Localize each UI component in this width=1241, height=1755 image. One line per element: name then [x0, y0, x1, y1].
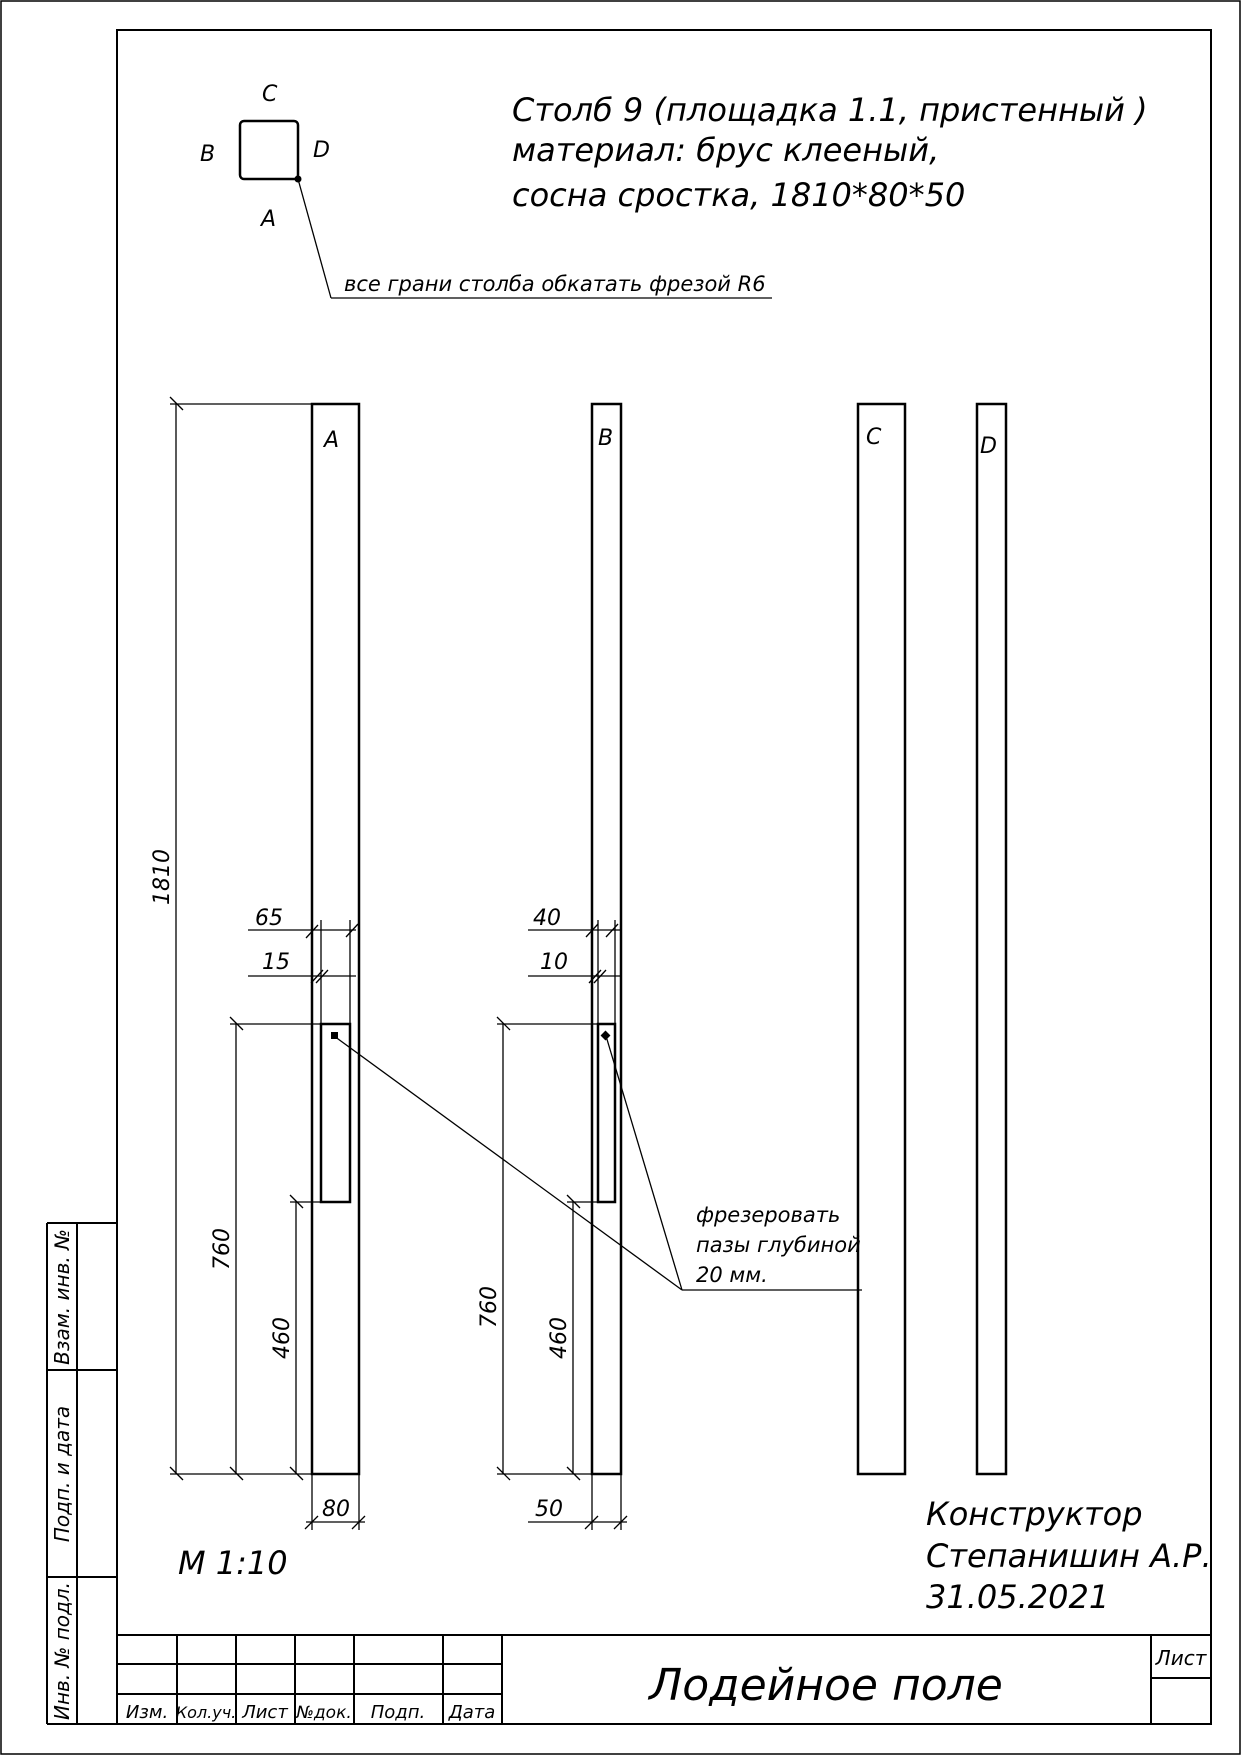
- dim-a-groove-width: 15: [262, 950, 290, 975]
- view-a-groove-marker: [331, 1032, 338, 1039]
- section-face-d: D: [313, 138, 330, 163]
- side-strip-label-replacement: Взам. инв. №: [50, 1229, 74, 1365]
- dimension-lines: [169, 396, 628, 1530]
- side-strip: [46, 1222, 117, 1725]
- section-face-c: C: [262, 82, 278, 107]
- dim-b-width: 50: [535, 1497, 563, 1522]
- edge-note-leader: [297, 178, 332, 299]
- view-b-post: [590, 402, 623, 1476]
- edge-note: все грани столба обкатать фрезой R6: [344, 272, 766, 296]
- side-strip-label-inventory: Инв. № подл.: [50, 1582, 74, 1720]
- groove-note-line-3: 20 мм.: [696, 1263, 768, 1287]
- section-face-b: B: [200, 142, 215, 167]
- author-name: Степанишин А.Р.: [926, 1537, 1212, 1575]
- dim-b-groove-offset: 40: [533, 906, 561, 931]
- side-strip-label-signature: Подп. и дата: [50, 1406, 74, 1542]
- view-c-post: [856, 402, 907, 1476]
- author-role: Конструктор: [926, 1495, 1143, 1533]
- dim-a-groove-offset: 65: [255, 906, 283, 931]
- view-a-groove: [319, 1022, 352, 1204]
- view-c-label: C: [866, 425, 882, 450]
- drawing-frame: [116, 29, 1212, 1725]
- stamp-col-count: Кол.уч.: [176, 1703, 236, 1722]
- stamp-col-change: Изм.: [126, 1702, 168, 1723]
- stamp-grid: [117, 1634, 1211, 1724]
- dim-a-groove-bottom: 460: [270, 1317, 295, 1359]
- title-line-3: сосна сростка, 1810*80*50: [512, 176, 965, 214]
- title-line-1: Столб 9 (площадка 1.1, пристенный ): [512, 91, 1148, 129]
- view-d-post: [975, 402, 1008, 1476]
- stamp-col-signature: Подп.: [371, 1702, 425, 1723]
- view-b-groove-marker: [600, 1030, 611, 1041]
- view-a-post: [310, 402, 361, 1476]
- stamp-col-document: №док.: [295, 1703, 352, 1723]
- stamp-col-date: Дата: [448, 1702, 496, 1723]
- title-line-2: материал: брус клееный,: [512, 131, 939, 169]
- section-face-a: A: [259, 207, 276, 232]
- groove-note-line-2: пазы глубиной: [696, 1233, 861, 1257]
- view-b-label: B: [598, 426, 613, 451]
- groove-note-line-1: фрезеровать: [696, 1203, 840, 1227]
- dim-b-groove-width: 10: [540, 950, 568, 975]
- dim-total-length: 1810: [150, 849, 175, 905]
- post-section: [238, 119, 300, 181]
- view-d-label: D: [980, 434, 997, 459]
- dim-b-groove-bottom: 460: [547, 1317, 572, 1359]
- view-a-label: A: [322, 428, 339, 453]
- groove-note-leaders: [333, 1035, 862, 1291]
- scale-label: М 1:10: [178, 1544, 288, 1582]
- dim-a-width: 80: [322, 1497, 350, 1522]
- stamp-sheet-label: Лист: [1155, 1646, 1208, 1670]
- view-b-groove: [596, 1022, 617, 1204]
- stamp-title: Лодейное поле: [647, 1660, 1003, 1711]
- stamp-col-sheet: Лист: [241, 1702, 288, 1723]
- author-date: 31.05.2021: [926, 1578, 1109, 1616]
- dim-b-groove-top: 760: [477, 1286, 502, 1328]
- dim-a-groove-top: 760: [210, 1228, 235, 1270]
